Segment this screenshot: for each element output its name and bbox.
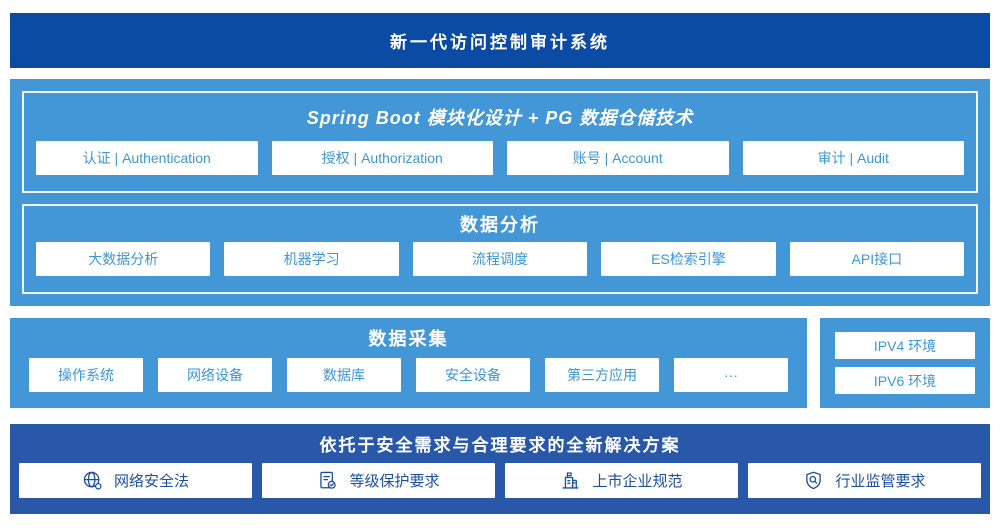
module-box: 审计 | Audit bbox=[742, 141, 964, 175]
module-label: 授权 | Authorization bbox=[321, 150, 443, 166]
analysis-box: 流程调度 bbox=[412, 242, 588, 276]
collection-item-label: 数据库 bbox=[323, 367, 365, 383]
data-collection-title: 数据采集 bbox=[368, 329, 449, 349]
data-collection-box: 数据采集 操作系统 网络设备 数据库 安全设备 bbox=[10, 318, 807, 408]
collection-item-box: 第三方应用 bbox=[545, 358, 659, 392]
solution-row: 网络安全法 等级保护要求 上市企业规范 行业监管要求 bbox=[19, 463, 981, 498]
analysis-label: 机器学习 bbox=[283, 251, 340, 267]
solution-box: 等级保护要求 bbox=[262, 463, 495, 498]
springboot-title: Spring Boot 模块化设计 + PG 数据仓储技术 bbox=[306, 108, 694, 128]
data-analysis-box: 数据分析 大数据分析 机器学习 流程调度 ES检索 bbox=[22, 204, 978, 294]
solution-label: 上市企业规范 bbox=[592, 473, 683, 490]
collection-item-box: 操作系统 bbox=[29, 358, 143, 392]
collection-item-box: 网络设备 bbox=[158, 358, 272, 392]
analysis-box: 机器学习 bbox=[224, 242, 399, 276]
shield-magnifier-icon bbox=[803, 470, 824, 491]
solution-label: 行业监管要求 bbox=[835, 473, 926, 490]
analysis-box: API接口 bbox=[789, 242, 965, 276]
system-title: 新一代访问控制审计系统 bbox=[390, 33, 610, 52]
system-title-banner: 新一代访问控制审计系统 bbox=[10, 13, 990, 68]
environment-item: IPV4 环境 bbox=[835, 332, 975, 359]
ip-environment-box: IPV4 环境 IPV6 环境 bbox=[820, 318, 990, 408]
solution-box: 上市企业规范 bbox=[505, 463, 738, 498]
analysis-row: 大数据分析 机器学习 流程调度 ES检索引擎 API接口 bbox=[36, 242, 965, 276]
environment-label: IPV6 环境 bbox=[873, 372, 937, 389]
collection-item-label: 第三方应用 bbox=[567, 367, 637, 383]
springboot-modules-box: Spring Boot 模块化设计 + PG 数据仓储技术 认证 | Authe… bbox=[22, 91, 978, 193]
collection-item-box: 数据库 bbox=[287, 358, 401, 392]
analysis-label: 大数据分析 bbox=[88, 251, 159, 267]
module-label: 账号 | Account bbox=[572, 150, 663, 166]
module-label: 认证 | Authentication bbox=[82, 150, 211, 166]
collection-section: 数据采集 操作系统 网络设备 数据库 安全设备 bbox=[10, 318, 990, 408]
module-box: 授权 | Authorization bbox=[271, 141, 493, 175]
solution-box: 行业监管要求 bbox=[748, 463, 981, 498]
solution-label: 网络安全法 bbox=[113, 473, 189, 490]
module-row: 认证 | Authentication 授权 | Authorization 账… bbox=[36, 141, 964, 175]
collection-item-label: 网络设备 bbox=[187, 367, 243, 383]
document-check-icon bbox=[317, 470, 338, 491]
data-analysis-title: 数据分析 bbox=[460, 215, 540, 235]
collection-item-label: 操作系统 bbox=[58, 367, 114, 383]
collection-item-label: ··· bbox=[724, 367, 738, 383]
analysis-label: API接口 bbox=[851, 251, 903, 267]
analysis-box: ES检索引擎 bbox=[601, 242, 776, 276]
module-box: 认证 | Authentication bbox=[36, 141, 258, 175]
collection-row: 操作系统 网络设备 数据库 安全设备 第三方应用 bbox=[29, 358, 788, 392]
solution-label: 等级保护要求 bbox=[349, 473, 440, 490]
environment-label: IPV4 环境 bbox=[873, 337, 937, 354]
globe-icon bbox=[82, 470, 103, 491]
platform-section: Spring Boot 模块化设计 + PG 数据仓储技术 认证 | Authe… bbox=[10, 79, 990, 306]
collection-item-label: 安全设备 bbox=[445, 367, 501, 383]
environment-item: IPV6 环境 bbox=[835, 367, 975, 394]
module-box: 账号 | Account bbox=[507, 141, 729, 175]
module-label: 审计 | Audit bbox=[817, 150, 889, 166]
analysis-label: ES检索引擎 bbox=[651, 251, 726, 267]
collection-item-box: ··· bbox=[674, 358, 788, 392]
analysis-label: 流程调度 bbox=[472, 251, 529, 267]
collection-item-box: 安全设备 bbox=[416, 358, 530, 392]
solution-box: 网络安全法 bbox=[19, 463, 252, 498]
analysis-box: 大数据分析 bbox=[36, 242, 211, 276]
solution-section: 依托于安全需求与合理要求的全新解决方案 网络安全法 等级保护要求 上市企业规范 bbox=[10, 424, 990, 514]
solution-title: 依托于安全需求与合理要求的全新解决方案 bbox=[319, 436, 681, 455]
building-flag-icon bbox=[560, 470, 581, 491]
